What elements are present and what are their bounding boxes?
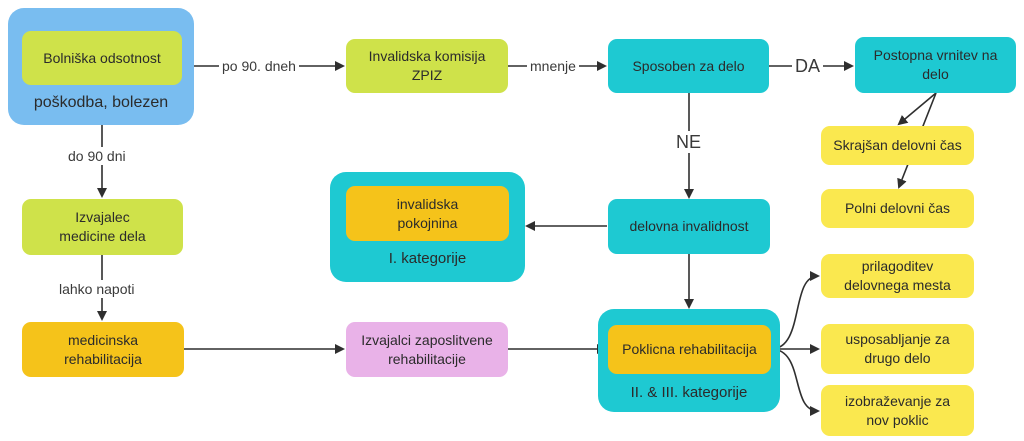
- node-poklicna-rehabilitacija: Poklicna rehabilitacija: [608, 325, 771, 374]
- group-label-kategorija23: II. & III. kategorije: [630, 384, 748, 401]
- node-postopna-vrnitev: Postopna vrnitev na delo: [855, 37, 1016, 93]
- node-izobrazevanje-za-nov-poklic: izobraževanje za nov poklic: [821, 385, 974, 436]
- node-invalidska-pokojnina: invalidska pokojnina: [346, 186, 509, 241]
- node-invalidska-komisija: Invalidska komisija ZPIZ: [346, 39, 508, 93]
- node-skrajsan-delovni-cas: Skrajšan delovni čas: [821, 126, 974, 165]
- group-label-kategorija1: I. kategorije: [388, 250, 467, 267]
- node-izvajalci-zaposlitvene-rehabilitacije: Izvajalci zaposlitvene rehabilitacije: [346, 322, 508, 377]
- node-izvajalec-medicine-dela: Izvajalec medicine dela: [22, 199, 183, 255]
- edge-label-do-90-dni: do 90 dni: [65, 147, 129, 165]
- node-usposabljanje-za-drugo-delo: usposabljanje za drugo delo: [821, 324, 974, 374]
- arrow-poklicna-to-prilagoditev: [770, 271, 820, 350]
- edge-label-lahko-napoti: lahko napoti: [56, 280, 138, 298]
- node-delovna-invalidnost: delovna invalidnost: [608, 199, 770, 254]
- node-polni-delovni-cas: Polni delovni čas: [821, 189, 974, 228]
- node-medicinska-rehabilitacija: medicinska rehabilitacija: [22, 322, 184, 377]
- arrow-postopna-to-skrajsan: [897, 92, 937, 126]
- edge-label-ne: NE: [673, 131, 705, 153]
- group-label-poskodba: poškodba, bolezen: [33, 94, 169, 111]
- node-prilagoditev-delovnega-mesta: prilagoditev delovnega mesta: [821, 254, 974, 298]
- edge-label-po-90-dneh: po 90. dneh: [219, 57, 299, 75]
- arrow-poklicna-to-izobrazevanje: [770, 348, 820, 416]
- node-bolniska-odsotnost: Bolniška odsotnost: [22, 31, 182, 85]
- edge-label-da: DA: [792, 55, 824, 77]
- edge-label-mnenje: mnenje: [527, 57, 579, 75]
- node-sposoben-za-delo: Sposoben za delo: [608, 39, 769, 93]
